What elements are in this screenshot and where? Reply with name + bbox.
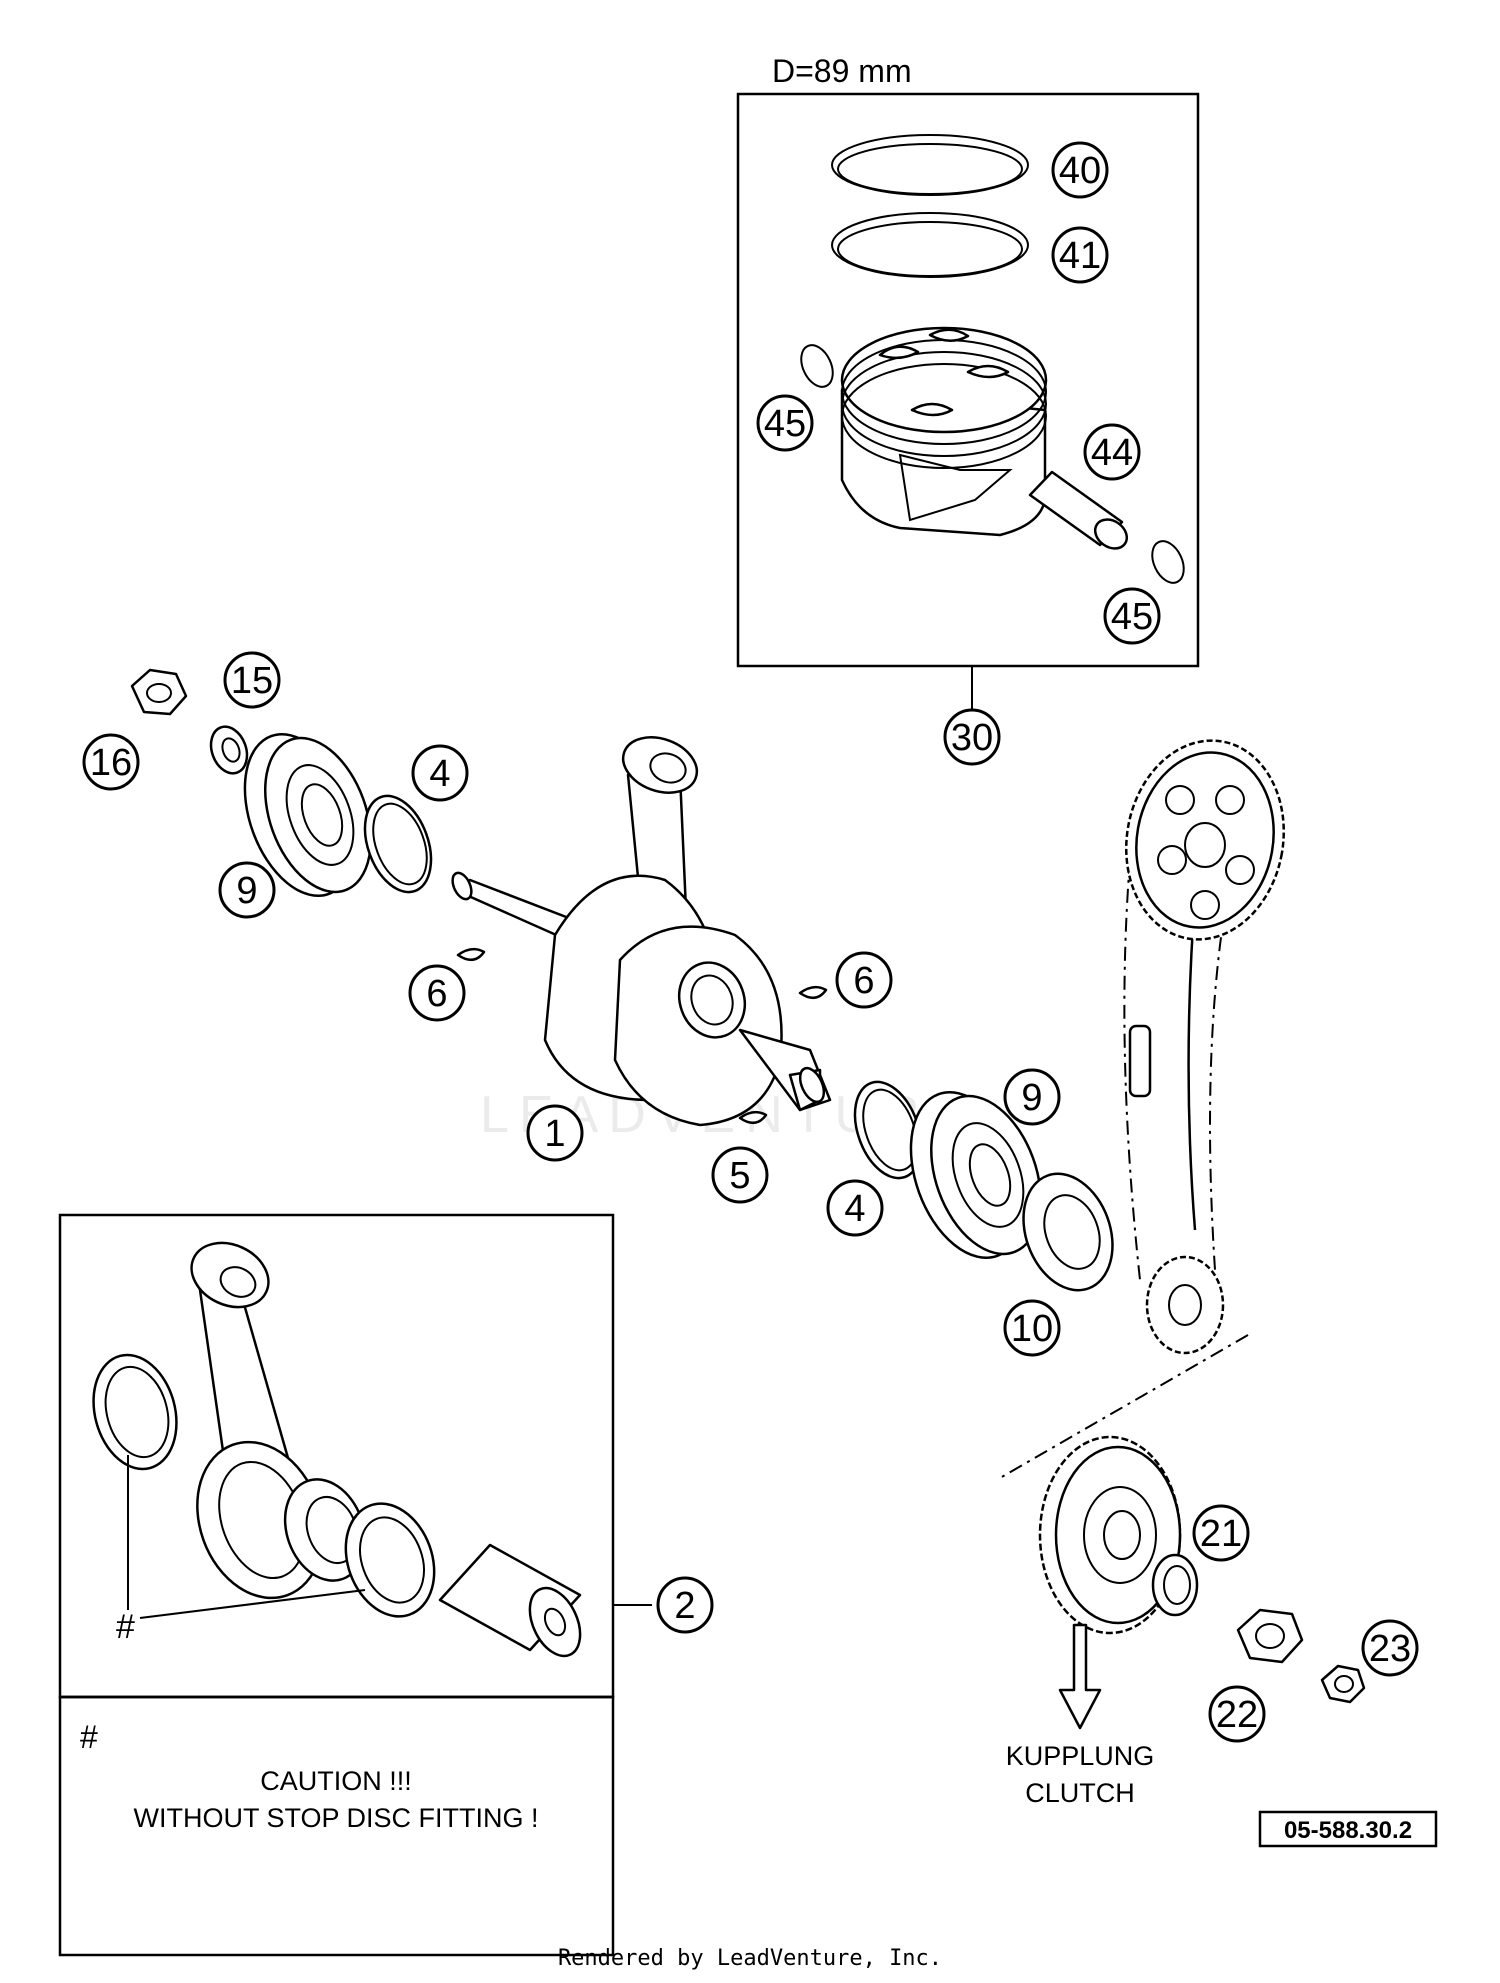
thrust-washer-right <box>344 1502 436 1618</box>
crankshaft <box>451 736 832 1127</box>
shim-4-right <box>853 1080 923 1180</box>
woodruff-key-6-left <box>456 947 486 961</box>
callout-number: 40 <box>1059 150 1101 192</box>
clutch-label-de: KUPPLUNG <box>1006 1741 1155 1771</box>
callout-layer: 40 41 45 44 45 30 15 16 4 9 6 6 1 9 5 4 10 2 21 23 22 <box>82 141 1419 1743</box>
callout-number: 4 <box>844 1188 865 1230</box>
piston-pin <box>1028 470 1129 550</box>
callout-9: 9 <box>218 861 276 919</box>
callout-number: 16 <box>90 742 132 784</box>
callout-6: 6 <box>408 964 466 1022</box>
callout-9: 9 <box>1003 1068 1061 1126</box>
callout-5: 5 <box>711 1146 769 1204</box>
callout-22: 22 <box>1208 1685 1266 1743</box>
circlip-45-left <box>800 344 834 388</box>
callout-23: 23 <box>1361 1619 1419 1677</box>
callout-4: 4 <box>826 1179 884 1237</box>
callout-number: 45 <box>764 403 806 445</box>
callout-number: 2 <box>674 1585 695 1627</box>
woodruff-key-6-right <box>798 985 828 999</box>
washer-21 <box>1151 1553 1199 1617</box>
nut-16 <box>130 668 188 716</box>
callout-number: 45 <box>1111 596 1153 638</box>
piston-ring-40 <box>831 134 1029 196</box>
piston-kit-box <box>736 92 1200 668</box>
callout-44: 44 <box>1083 423 1141 481</box>
caution-hash: # <box>80 1719 98 1755</box>
caution-box <box>58 1695 615 1957</box>
caution-line2: WITHOUT STOP DISC FITTING ! <box>133 1803 538 1833</box>
clutch-arrow <box>1058 1623 1102 1730</box>
callout-45: 45 <box>756 394 814 452</box>
piston <box>840 326 1048 537</box>
callout-41: 41 <box>1051 226 1109 284</box>
callout-number: 5 <box>729 1155 750 1197</box>
callout-number: 15 <box>231 660 273 702</box>
alignment-line <box>999 1334 1249 1479</box>
callout-number: 9 <box>236 870 257 912</box>
thrust-washer-left <box>92 1353 178 1471</box>
callout-number: 41 <box>1059 235 1101 277</box>
oil-seal-10 <box>1022 1172 1114 1292</box>
callout-number: 9 <box>1021 1077 1042 1119</box>
chain-link <box>1128 1024 1152 1098</box>
woodruff-key-5 <box>738 1110 768 1124</box>
callout-1: 1 <box>526 1104 584 1162</box>
washer-15 <box>209 725 249 775</box>
callout-10: 10 <box>1003 1299 1061 1357</box>
shim-4-left <box>363 794 433 894</box>
nut-22 <box>1236 1608 1304 1664</box>
part-code: 05-588.30.2 <box>1284 1817 1412 1844</box>
callout-number: 44 <box>1091 432 1133 474</box>
camshaft-sprocket <box>1124 739 1286 941</box>
callout-number: 30 <box>951 717 993 759</box>
hash-mark: # <box>116 1608 135 1646</box>
conrod-inset <box>190 1241 324 1600</box>
callout-6: 6 <box>835 951 893 1009</box>
diameter-label: D=89 mm <box>772 53 912 89</box>
bearing-9-right <box>909 1091 1042 1259</box>
part-code-box <box>1258 1810 1438 1848</box>
bearing-9-left <box>243 732 373 898</box>
leader-hash-2 <box>139 1589 366 1619</box>
callout-30: 30 <box>943 708 1001 766</box>
callout-number: 1 <box>544 1113 565 1155</box>
callout-15: 15 <box>223 651 281 709</box>
circlip-45-right <box>1151 540 1185 584</box>
callout-number: 6 <box>426 973 447 1015</box>
crank-sprocket <box>1145 1255 1225 1355</box>
piston-ring-41 <box>831 212 1029 278</box>
crank-pin <box>438 1543 582 1658</box>
callout-4: 4 <box>411 744 469 802</box>
footer-credit: Rendered by LeadVenture, Inc. <box>557 1946 943 1971</box>
callout-21: 21 <box>1192 1504 1250 1562</box>
callout-16: 16 <box>82 733 140 791</box>
callout-40: 40 <box>1051 141 1109 199</box>
callout-number: 4 <box>429 753 450 795</box>
clutch-label-en: CLUTCH <box>1025 1778 1135 1808</box>
caution-line1: CAUTION !!! <box>260 1766 412 1796</box>
nut-23 <box>1320 1664 1366 1704</box>
callout-2: 2 <box>656 1576 714 1634</box>
callout-number: 21 <box>1200 1513 1242 1555</box>
callout-number: 23 <box>1369 1628 1411 1670</box>
callout-number: 6 <box>853 960 874 1002</box>
callout-number: 22 <box>1216 1694 1258 1736</box>
primary-gear <box>1038 1435 1182 1635</box>
callout-number: 10 <box>1011 1308 1053 1350</box>
callout-45: 45 <box>1103 587 1161 645</box>
